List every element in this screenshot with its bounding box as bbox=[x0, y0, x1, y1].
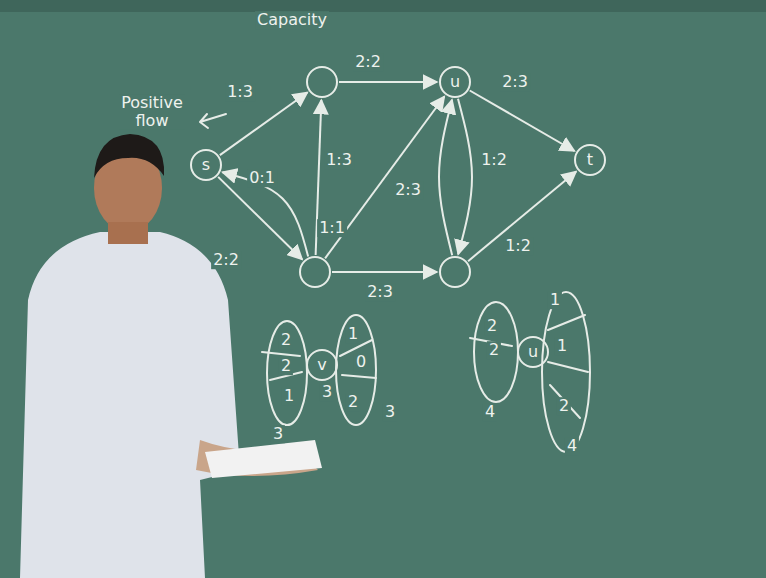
flow-capacity-label: 2:2 bbox=[353, 53, 383, 71]
flow-capacity-label: 1:3 bbox=[324, 151, 354, 169]
flow-number: 4 bbox=[483, 403, 497, 421]
flow-edge bbox=[220, 92, 308, 155]
flow-capacity-label: 0:1 bbox=[247, 169, 277, 187]
vertex-name: u bbox=[528, 343, 538, 361]
flow-edge bbox=[439, 100, 452, 255]
flow-number: 1 bbox=[282, 387, 296, 405]
flow-number: 3 bbox=[271, 425, 285, 443]
flow-capacity-label: 2:3 bbox=[500, 73, 530, 91]
outflow-ellipse bbox=[336, 315, 376, 425]
flow-vertex bbox=[439, 256, 471, 288]
flow-vertex bbox=[306, 66, 338, 98]
board-frame bbox=[0, 0, 766, 12]
flow-number: 4 bbox=[565, 437, 579, 455]
flow-capacity-label: 1:1 bbox=[317, 219, 347, 237]
annotation: Capacity bbox=[255, 11, 329, 29]
flow-number: 3 bbox=[320, 383, 334, 401]
flow-vertex: t bbox=[574, 144, 606, 176]
vertex-name: v bbox=[317, 356, 326, 374]
flow-edge bbox=[470, 91, 575, 151]
flow-number: 2 bbox=[485, 317, 499, 335]
flow-edge bbox=[458, 99, 472, 255]
flow-vertex: u bbox=[439, 66, 471, 98]
flow-number: 1 bbox=[548, 291, 562, 309]
flow-number: 3 bbox=[383, 403, 397, 421]
flow-number: 0 bbox=[354, 353, 368, 371]
flow-vertex: s bbox=[190, 149, 222, 181]
inflow-ellipse bbox=[474, 302, 518, 402]
flow-vertex: u bbox=[517, 336, 549, 368]
flow-number: 2 bbox=[487, 341, 501, 359]
flow-capacity-label: 2:3 bbox=[393, 181, 423, 199]
lecturer-figure bbox=[20, 134, 322, 578]
flow-vertex: v bbox=[306, 349, 338, 381]
flow-edge bbox=[468, 171, 576, 261]
flow-number: 2 bbox=[279, 357, 293, 375]
flow-number: 1 bbox=[555, 337, 569, 355]
leader-arrow bbox=[200, 114, 226, 128]
flow-capacity-label: 1:3 bbox=[225, 83, 255, 101]
flow-vertex bbox=[299, 256, 331, 288]
flow-number: 1 bbox=[346, 325, 360, 343]
vertex-name: t bbox=[587, 151, 593, 169]
flow-edge bbox=[218, 177, 302, 259]
flow-capacity-label: 2:2 bbox=[211, 251, 241, 269]
flow-number: 2 bbox=[346, 393, 360, 411]
flow-capacity-label: 1:2 bbox=[479, 151, 509, 169]
flow-capacity-label: 2:3 bbox=[365, 283, 395, 301]
vertex-name: u bbox=[450, 73, 460, 91]
flow-edge bbox=[339, 81, 437, 83]
vertex-name: s bbox=[202, 156, 210, 174]
flow-edge bbox=[332, 271, 437, 273]
flow-capacity-label: 1:2 bbox=[503, 237, 533, 255]
annotation: Positive flow bbox=[119, 94, 185, 129]
flow-number: 2 bbox=[557, 397, 571, 415]
flow-number: 2 bbox=[279, 331, 293, 349]
